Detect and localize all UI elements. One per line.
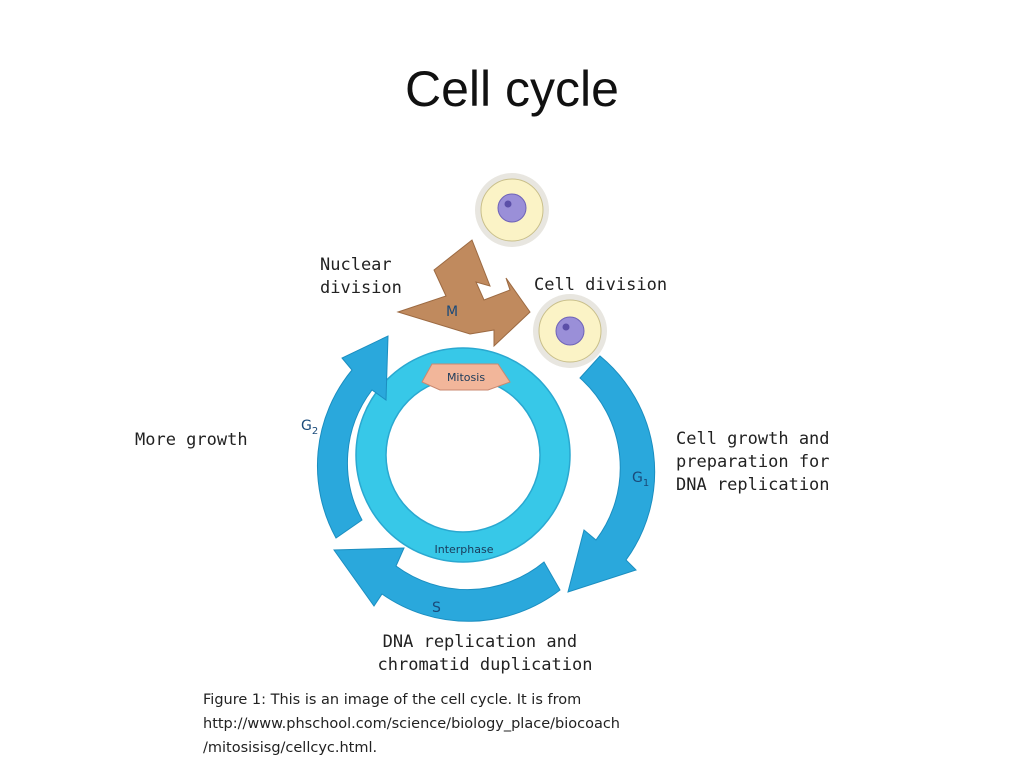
slide-title: Cell cycle (405, 61, 619, 117)
s-arrow (333, 547, 561, 622)
m-phase-label: M (446, 304, 458, 320)
mitosis-tab (421, 363, 511, 391)
interphase-label: Interphase (434, 543, 493, 556)
cell-bottom (533, 294, 607, 368)
g1-arrow (567, 355, 656, 593)
caption-line-1: Figure 1: This is an image of the cell c… (203, 692, 582, 708)
g1-description-line-2: preparation for (676, 452, 830, 472)
more-growth-label: More growth (135, 430, 248, 450)
ring-inner-edge (385, 377, 541, 533)
ring-outer-edge (355, 347, 571, 563)
nuclear-division-line-1: Nuclear (320, 255, 392, 275)
nucleus-top (497, 193, 527, 223)
g2-arrow (317, 335, 389, 539)
cell-division-label: Cell division (534, 275, 667, 295)
interphase-ring (356, 348, 570, 562)
g1-description-line-1: Cell growth and (676, 429, 830, 449)
cell-top (475, 173, 549, 247)
caption-line-2: http://www.phschool.com/science/biology_… (203, 716, 620, 732)
mitosis-label: Mitosis (447, 371, 485, 384)
s-description-line-1: DNA replication and (383, 632, 577, 652)
nuclear-division-label: Nuclear division (320, 255, 402, 298)
nucleus-bottom (555, 316, 585, 346)
g1-description-line-3: DNA replication (676, 475, 830, 495)
s-description-line-2: chromatid duplication (378, 655, 593, 675)
m-arrow (396, 239, 531, 348)
g2-phase-label: G2 (301, 418, 318, 437)
figure-caption: Figure 1: This is an image of the cell c… (203, 688, 843, 760)
nuclear-division-line-2: division (320, 278, 402, 298)
g1-description-label: Cell growth and preparation for DNA repl… (676, 429, 840, 495)
caption-line-3: /mitosisisg/cellcyc.html. (203, 740, 378, 756)
s-phase-label: S (432, 600, 441, 616)
s-description-label: DNA replication and chromatid duplicatio… (378, 632, 593, 675)
